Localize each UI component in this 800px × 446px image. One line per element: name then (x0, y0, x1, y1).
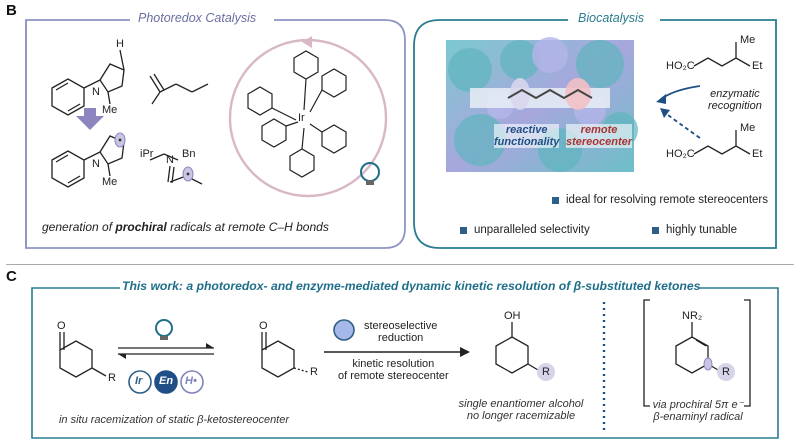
label-remote: remote stereocenter (566, 124, 633, 148)
atom-et-2: Et (752, 148, 763, 160)
label-reactive: reactive functionality (494, 124, 560, 148)
atom-h: H (116, 38, 124, 50)
atom-me-2: Me (102, 176, 118, 188)
bullet-marker (552, 196, 559, 204)
atom-o-2: O (259, 320, 268, 332)
atom-n-3: N (166, 154, 174, 166)
atom-ho2c-2: HO₂C (666, 148, 695, 160)
panel-b-graphics (25, 19, 777, 249)
bullet-marker (652, 226, 659, 234)
caption-right: via prochiral 5π e⁻ β-enaminyl radical (652, 399, 744, 423)
atom-o-1: O (57, 320, 66, 332)
atom-me-b1: Me (740, 34, 756, 46)
bullet-text: unparalleled selectivity (474, 224, 590, 236)
nicotine-molecule (51, 49, 125, 116)
atom-oh: OH (504, 310, 521, 322)
catalyst-h: H• (185, 375, 197, 387)
bullet-2: unparalleled selectivity (460, 224, 590, 236)
caption-mid: single enantiomer alcohol no longer race… (458, 398, 584, 422)
panel-b-letter: B (6, 2, 17, 19)
panel-c-letter: C (6, 268, 17, 285)
bullet-text: highly tunable (666, 224, 737, 236)
lightbulb-icon (360, 162, 380, 185)
arrow-bottom-label: kinetic resolution of remote stereocente… (338, 358, 449, 382)
section-divider (6, 264, 794, 265)
atom-bn: Bn (182, 148, 196, 160)
catalyst-en: En (159, 375, 174, 387)
atom-n-2: N (92, 158, 100, 170)
biocatalysis-title: Biocatalysis (578, 11, 644, 25)
arrow-top-label: stereoselective reduction (364, 320, 438, 344)
atom-r-4: R (722, 366, 730, 378)
atom-ir: Ir (298, 112, 305, 124)
bullet-text: ideal for resolving remote stereocenters (566, 194, 768, 206)
caption-pre: generation of (42, 220, 116, 234)
atom-r-2: R (310, 366, 318, 378)
atom-nr2: NR₂ (682, 310, 703, 322)
this-work-title: This work: a photoredox- and enzyme-medi… (122, 279, 701, 293)
enzymatic-recognition: enzymatic recognition (708, 88, 762, 112)
atom-me-b2: Me (740, 122, 756, 134)
atom-n: N (92, 86, 100, 98)
bullet-marker (460, 226, 467, 234)
atom-me: Me (102, 104, 118, 116)
caption-post: radicals at remote C–H bonds (166, 220, 329, 234)
catalyst-ir: Ir (135, 375, 143, 387)
bullet-1: ideal for resolving remote stereocenters (552, 194, 768, 206)
bullet-3: highly tunable (652, 224, 737, 236)
atom-ipr: iPr (140, 148, 154, 160)
caption-bold: prochiral (115, 220, 167, 234)
panel-c-graphics (31, 280, 779, 439)
atom-ho2c-1: HO₂C (666, 60, 695, 72)
atom-r-1: R (108, 372, 116, 384)
atom-r-3: R (542, 366, 550, 378)
caption-left: in situ racemization of static β-ketoste… (58, 414, 290, 426)
atom-et-1: Et (752, 60, 763, 72)
photoredox-caption: generation of prochiral radicals at remo… (42, 220, 329, 234)
photoredox-title: Photoredox Catalysis (138, 11, 257, 25)
